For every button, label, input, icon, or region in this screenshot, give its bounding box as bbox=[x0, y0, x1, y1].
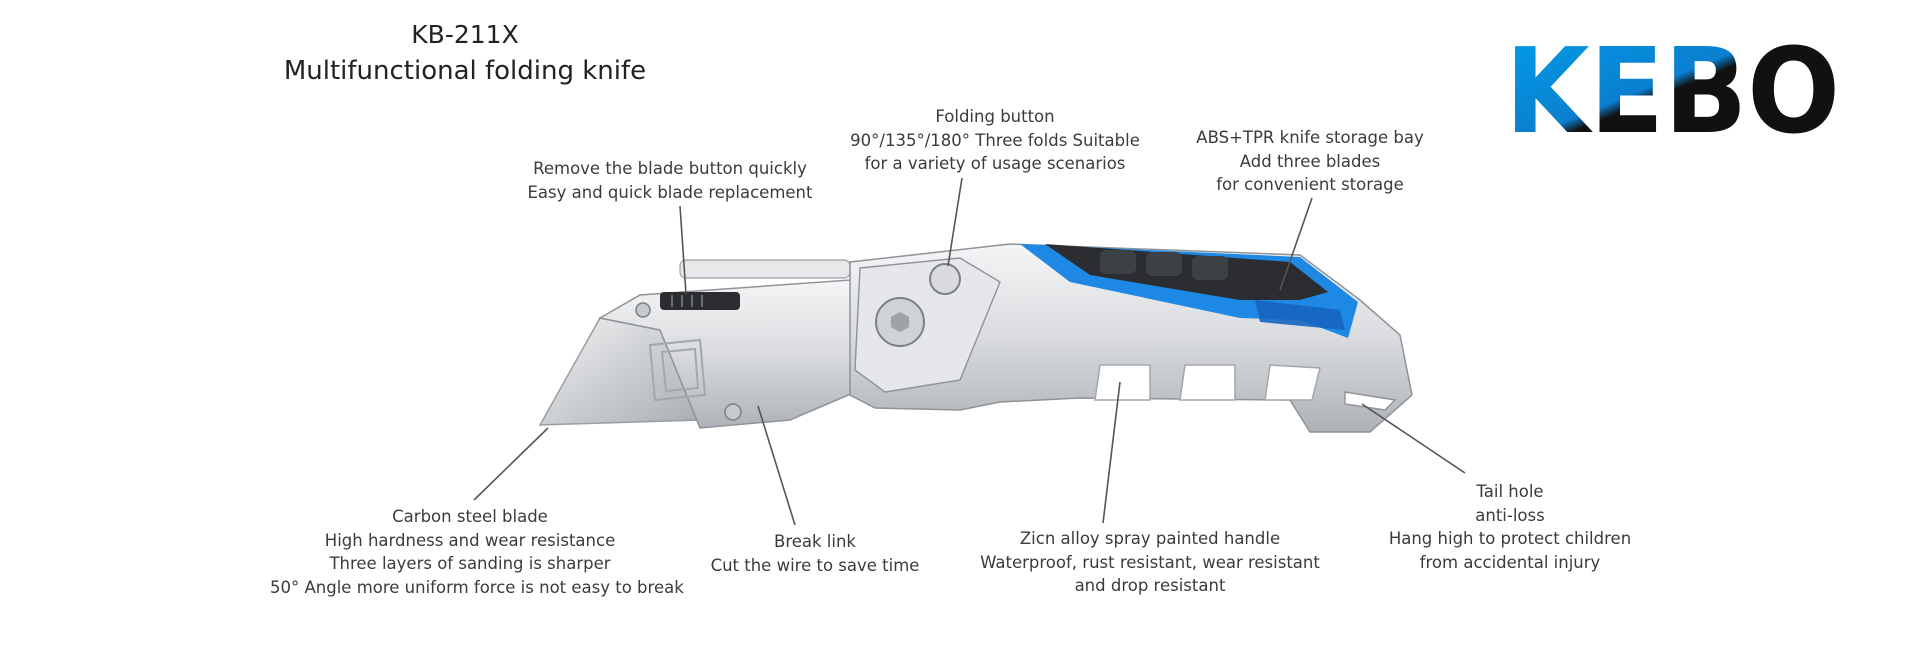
callout-tail-hole: Tail hole anti-loss Hang high to protect… bbox=[1370, 480, 1650, 574]
logo-wordmark: KEBO bbox=[1505, 36, 1840, 140]
callout-line: and drop resistant bbox=[1074, 576, 1226, 595]
callout-line: 50° Angle more uniform force is not easy… bbox=[270, 577, 684, 597]
callout-line: anti-loss bbox=[1475, 505, 1545, 525]
callout-line: Waterproof, rust resistant, wear resista… bbox=[980, 552, 1320, 572]
callout-line: High hardness and wear resistance bbox=[324, 530, 616, 550]
holder-screw-top bbox=[635, 302, 651, 318]
kebo-logo: KEBO bbox=[1505, 36, 1840, 140]
callout-folding-button: Folding button 90°/135°/180° Three folds… bbox=[830, 105, 1160, 176]
grip-pads bbox=[1100, 250, 1228, 280]
callout-carbon-steel-blade: Carbon steel blade High hardness and wea… bbox=[270, 505, 684, 599]
holder-vent-lines bbox=[648, 338, 707, 402]
handle-cutouts bbox=[1094, 364, 1321, 401]
product-name: Multifunctional folding knife bbox=[283, 56, 647, 86]
storage-bay-door bbox=[1255, 300, 1345, 330]
callout-line: for a variety of usage scenarios bbox=[864, 154, 1126, 173]
callout-line: from accidental injury bbox=[1419, 552, 1601, 572]
hex-socket bbox=[891, 312, 909, 332]
callout-line: Carbon steel blade bbox=[392, 507, 548, 526]
folding-button bbox=[929, 263, 961, 295]
callout-line: 90°/135°/180° Three folds Suitable bbox=[850, 130, 1140, 150]
callout-line: Easy and quick blade replacement bbox=[527, 182, 813, 202]
callout-line: Add three blades bbox=[1239, 151, 1381, 171]
callout-line: for convenient storage bbox=[1216, 175, 1404, 194]
callout-storage-bay: ABS+TPR knife storage bay Add three blad… bbox=[1180, 126, 1440, 197]
callout-remove-blade-button: Remove the blade button quickly Easy and… bbox=[505, 157, 835, 204]
slider-grip-ridges bbox=[671, 295, 703, 307]
callout-line: Remove the blade button quickly bbox=[533, 159, 807, 178]
blade-release-slider bbox=[660, 292, 740, 310]
callout-break-link: Break link Cut the wire to save time bbox=[705, 530, 925, 577]
callout-line: Folding button bbox=[935, 107, 1055, 126]
top-rail bbox=[679, 259, 851, 279]
callout-line: Zicn alloy spray painted handle bbox=[1019, 529, 1281, 548]
product-model: KB-211X bbox=[411, 20, 519, 49]
callout-alloy-handle: Zicn alloy spray painted handle Waterpro… bbox=[960, 527, 1340, 598]
callout-line: ABS+TPR knife storage bay bbox=[1196, 128, 1424, 147]
callout-line: Three layers of sanding is sharper bbox=[329, 554, 611, 573]
callout-line: Hang high to protect children bbox=[1388, 529, 1632, 548]
title-block: KB-211X Multifunctional folding knife bbox=[270, 18, 660, 90]
callout-line: Tail hole bbox=[1476, 482, 1544, 501]
holder-screw-bottom bbox=[724, 403, 742, 421]
callout-line: Break link bbox=[774, 532, 856, 551]
callout-line: Cut the wire to save time bbox=[710, 555, 920, 575]
